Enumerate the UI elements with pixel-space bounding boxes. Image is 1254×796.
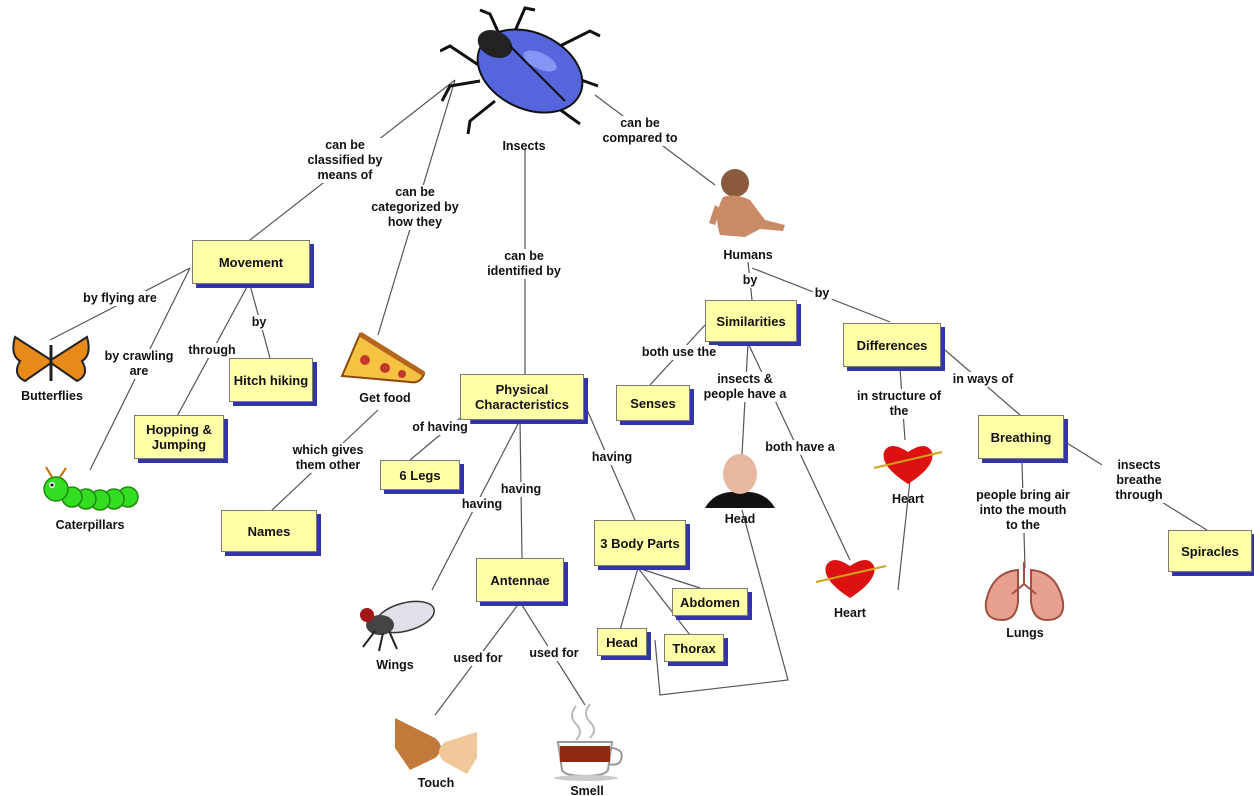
concept-lungs[interactable]: Lungs <box>1006 626 1044 640</box>
concept-similarities[interactable]: Similarities <box>705 300 797 342</box>
concept-get-food[interactable]: Get food <box>359 391 411 405</box>
concept-movement[interactable]: Movement <box>192 240 310 284</box>
concept-breathing[interactable]: Breathing <box>978 415 1064 459</box>
concept-spiracles[interactable]: Spiracles <box>1168 530 1252 572</box>
concept-head-human[interactable]: Head <box>724 512 756 526</box>
link-by-flying: by flying are <box>81 291 159 306</box>
link-by-sim: by <box>740 273 760 288</box>
concept-insects[interactable]: Insects <box>502 139 546 153</box>
concept-heart-1[interactable]: Heart <box>892 492 924 506</box>
link-by-diff: by <box>812 286 832 301</box>
butterfly-icon <box>12 335 90 383</box>
concept-differences[interactable]: Differences <box>843 323 941 367</box>
fly-icon <box>360 600 435 652</box>
link-compared: can be compared to <box>600 116 680 146</box>
head-icon <box>705 454 775 508</box>
concept-touch[interactable]: Touch <box>417 776 455 790</box>
concept-antennae[interactable]: Antennae <box>476 558 564 602</box>
heart-icon <box>873 446 943 484</box>
link-by-crawling: by crawling are <box>97 349 181 379</box>
link-identified: can be identified by <box>482 249 566 279</box>
link-of-having: of having <box>410 420 470 435</box>
beetle-icon <box>440 6 601 135</box>
concept-names[interactable]: Names <box>221 510 317 552</box>
concept-six-legs[interactable]: 6 Legs <box>380 460 460 490</box>
caterpillar-icon <box>43 466 139 511</box>
link-classified: can be classified by means of <box>299 138 391 183</box>
concept-heart-2[interactable]: Heart <box>834 606 866 620</box>
link-in-structure: in structure of the <box>854 389 944 419</box>
lungs-icon <box>984 562 1065 622</box>
link-used-for-touch: used for <box>451 651 505 666</box>
concept-head-part[interactable]: Head <box>597 628 647 656</box>
link-which-gives: which gives them other <box>278 443 378 473</box>
link-having-wings: having <box>459 497 505 512</box>
link-both-have: both have a <box>763 440 837 455</box>
concept-smell[interactable]: Smell <box>570 784 604 796</box>
concept-humans[interactable]: Humans <box>723 248 773 262</box>
link-used-for-smell: used for <box>527 646 581 661</box>
concept-wings[interactable]: Wings <box>376 658 414 672</box>
concept-hitch-hiking[interactable]: Hitch hiking <box>229 358 313 402</box>
concept-thorax[interactable]: Thorax <box>664 634 724 662</box>
link-insects-breathe: insects breathe through <box>1102 458 1176 503</box>
link-having-antennae: having <box>498 482 544 497</box>
link-insects-people: insects & people have a <box>698 372 792 402</box>
hands-icon <box>395 718 477 774</box>
link-both-use: both use the <box>639 345 719 360</box>
concept-butterflies[interactable]: Butterflies <box>21 389 83 403</box>
concept-hopping-jumping[interactable]: Hopping & Jumping <box>134 415 224 459</box>
link-having-body: having <box>589 450 635 465</box>
link-through: through <box>186 343 238 358</box>
tea-cup-icon <box>554 703 623 781</box>
pizza-icon <box>340 331 426 384</box>
concept-caterpillars[interactable]: Caterpillars <box>55 518 125 532</box>
concept-physical-characteristics[interactable]: Physical Characteristics <box>460 374 584 420</box>
link-by-move: by <box>249 315 269 330</box>
link-in-ways: in ways of <box>950 372 1016 387</box>
concept-senses[interactable]: Senses <box>616 385 690 421</box>
link-categorized: can be categorized by how they <box>368 185 462 230</box>
heart-icon-2 <box>815 560 887 598</box>
concept-three-body-parts[interactable]: 3 Body Parts <box>594 520 686 566</box>
link-people-bring: people bring air into the mouth to the <box>973 488 1073 533</box>
baby-icon <box>709 169 785 237</box>
concept-abdomen[interactable]: Abdomen <box>672 588 748 616</box>
